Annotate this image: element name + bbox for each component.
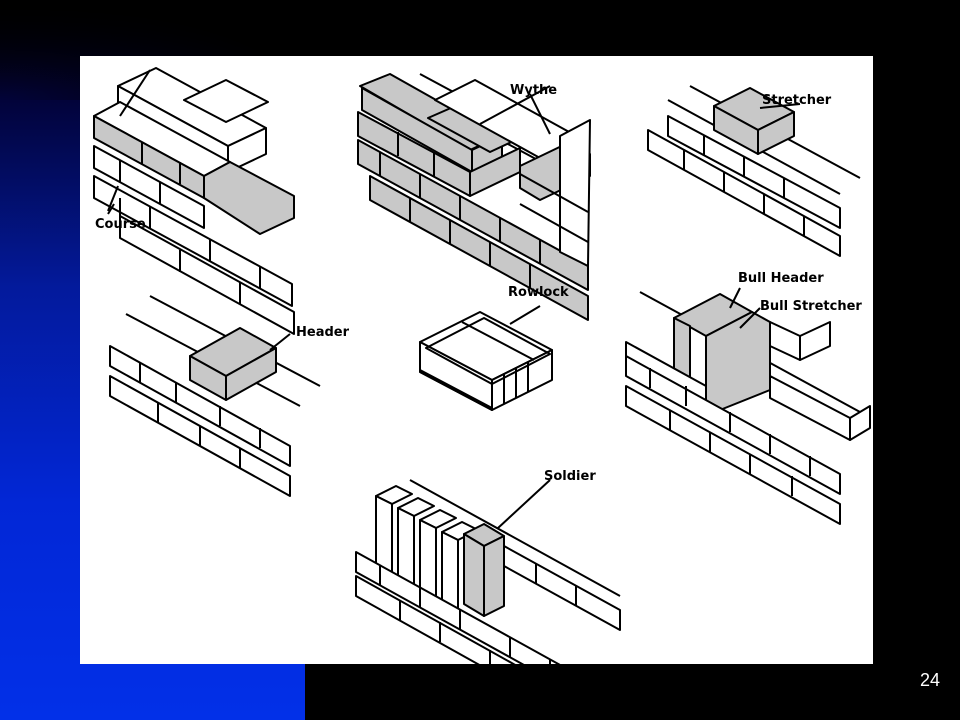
slide-number: 24: [919, 670, 940, 690]
label-course: Course: [95, 217, 146, 232]
bull-illustration: Bull Header Bull Stretcher: [625, 271, 871, 525]
brick-positions-diagram: Course: [80, 56, 873, 664]
label-bull-header: Bull Header: [738, 271, 824, 286]
label-stretcher: Stretcher: [762, 93, 832, 108]
label-wythe: Wythe: [510, 83, 557, 98]
stretcher-illustration: Stretcher: [647, 85, 861, 257]
brick-positions-svg: Course: [93, 67, 871, 664]
header-illustration: Header: [109, 295, 350, 497]
label-soldier: Soldier: [544, 469, 596, 484]
label-rowlock: Rowlock: [508, 285, 569, 300]
label-header: Header: [296, 325, 350, 340]
wythe-illustration: Wythe: [357, 73, 591, 321]
rowlock-illustration: Rowlock: [419, 285, 569, 411]
label-bull-stretcher: Bull Stretcher: [760, 299, 862, 314]
course-illustration: Course: [93, 67, 295, 335]
soldier-illustration: Soldier: [355, 469, 621, 664]
